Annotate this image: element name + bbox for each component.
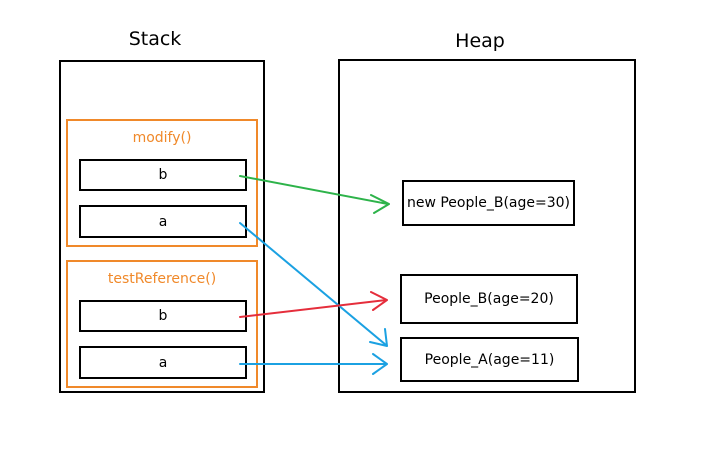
var-cell-modify-b: b <box>79 159 247 191</box>
arrow-modify-b-to-new-people-b <box>239 175 390 214</box>
stack-frame-modify <box>66 119 258 247</box>
stack-title: Stack <box>128 28 182 50</box>
heap-object-people-a: People_A(age=11) <box>400 337 579 382</box>
stack-frame-testReference <box>66 260 258 388</box>
stack-region <box>59 60 265 393</box>
heap-title: Heap <box>455 30 505 52</box>
var-cell-testReference-a: a <box>79 346 247 379</box>
frame-label-testReference: testReference() <box>107 271 217 287</box>
frame-label-modify: modify() <box>132 130 192 146</box>
arrow-modify-a-to-people-a <box>239 222 388 347</box>
heap-region <box>338 59 636 393</box>
var-cell-testReference-b: b <box>79 300 247 332</box>
arrow-testReference-b-to-people-b <box>239 291 388 318</box>
heap-object-people-b: People_B(age=20) <box>400 274 578 324</box>
heap-object-new-people-b: new People_B(age=30) <box>402 180 575 226</box>
arrow-testReference-a-to-people-a <box>239 353 388 375</box>
var-cell-modify-a: a <box>79 205 247 238</box>
